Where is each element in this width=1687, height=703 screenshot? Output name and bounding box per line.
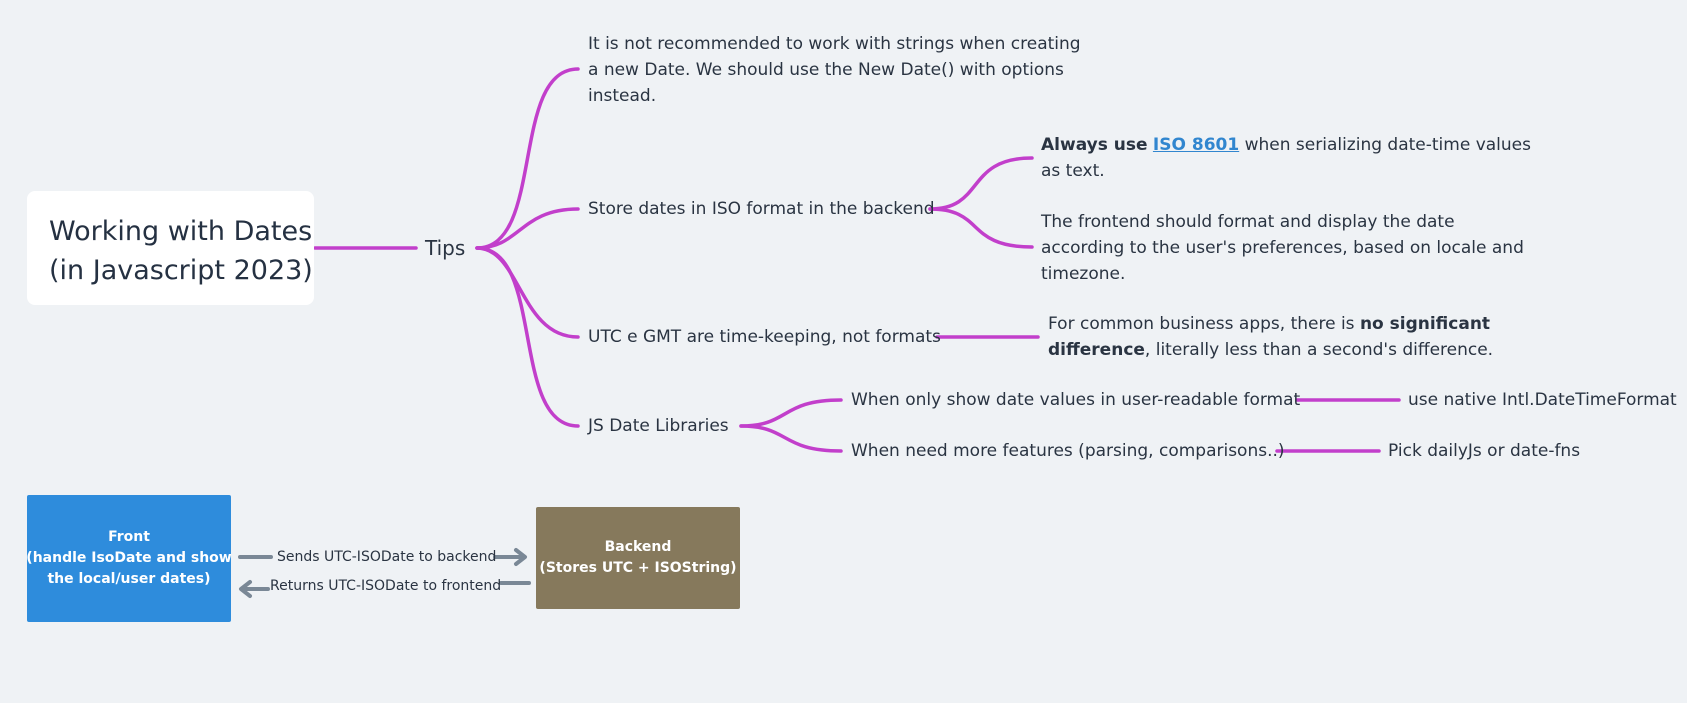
- edge-tips-libs: [475, 246, 580, 428]
- tip-utc-node[interactable]: UTC e GMT are time-keeping, not formats: [588, 327, 941, 347]
- utc-detail-bold1: no significant: [1359, 314, 1491, 334]
- root-title-line2: (in Javascript 2023): [49, 255, 313, 286]
- utc-detail-line2: difference, literally less than a second…: [1048, 337, 1493, 363]
- tip-strings-line3: instead.: [588, 86, 657, 106]
- utc-detail-bold2: difference: [1048, 340, 1145, 360]
- iso-always-line2: as text.: [1041, 161, 1105, 181]
- utc-detail-node[interactable]: For common business apps, there is no si…: [1048, 311, 1493, 363]
- tip-strings-node[interactable]: It is not recommended to work with strin…: [588, 31, 1081, 109]
- sends-label: Sends UTC-ISODate to backend: [277, 549, 497, 565]
- tip-iso-node[interactable]: Store dates in ISO format in the backend: [588, 199, 935, 219]
- returns-arrow: [239, 580, 531, 598]
- iso-frontend-line1: The frontend should format and display t…: [1041, 212, 1455, 232]
- root-title-line1: Working with Dates: [49, 216, 313, 247]
- root-node[interactable]: Working with Dates (in Javascript 2023): [27, 191, 314, 305]
- always-suffix-text: when serializing date-time values: [1244, 135, 1531, 155]
- libs-features-node[interactable]: When need more features (parsing, compar…: [851, 441, 1285, 461]
- iso-frontend-line2: according to the user's preferences, bas…: [1041, 238, 1524, 258]
- edge-tips-strings: [475, 67, 580, 250]
- edge-iso-frontend: [928, 207, 1034, 249]
- edge-libs-features: [739, 424, 843, 453]
- libs-features-result-node[interactable]: Pick dailyJs or date-fns: [1388, 441, 1581, 461]
- iso-always-line1: Always use ISO 8601 when serializing dat…: [1041, 132, 1531, 158]
- edge-tips-utc: [475, 246, 580, 339]
- utc-detail-line1: For common business apps, there is no si…: [1048, 311, 1493, 337]
- tips-node[interactable]: Tips: [425, 236, 466, 260]
- front-line2: (handle IsoDate and show: [26, 550, 232, 566]
- backend-line2: (Stores UTC + ISOString): [539, 560, 737, 576]
- tip-strings-line1: It is not recommended to work with strin…: [588, 34, 1081, 54]
- iso-frontend-line3: timezone.: [1041, 264, 1126, 284]
- backend-line1: Backend: [604, 539, 672, 555]
- libs-show-node[interactable]: When only show date values in user-reada…: [851, 390, 1301, 410]
- front-line3: the local/user dates): [47, 571, 211, 587]
- iso-always-node[interactable]: Always use ISO 8601 when serializing dat…: [1041, 132, 1531, 184]
- front-line1: Front: [108, 529, 150, 545]
- libs-show-result-node[interactable]: use native Intl.DateTimeFormat: [1408, 390, 1677, 410]
- iso-8601-link[interactable]: ISO 8601: [1152, 135, 1240, 155]
- sends-arrow: [238, 548, 527, 566]
- utc-detail-suffix: , literally less than a second's differe…: [1144, 340, 1494, 360]
- always-use-text: Always use: [1041, 135, 1148, 155]
- tip-strings-line2: a new Date. We should use the New Date()…: [588, 60, 1064, 80]
- edge-libs-show: [739, 398, 843, 428]
- utc-detail-prefix: For common business apps, there is: [1048, 314, 1355, 334]
- returns-label: Returns UTC-ISODate to frontend: [270, 578, 502, 594]
- front-box[interactable]: Front (handle IsoDate and show the local…: [26, 495, 232, 622]
- edge-tips-iso: [475, 207, 580, 250]
- edge-iso-always: [928, 156, 1034, 211]
- backend-box[interactable]: Backend (Stores UTC + ISOString): [536, 507, 740, 609]
- iso-frontend-node[interactable]: The frontend should format and display t…: [1041, 209, 1524, 287]
- tip-libs-node[interactable]: JS Date Libraries: [588, 416, 729, 436]
